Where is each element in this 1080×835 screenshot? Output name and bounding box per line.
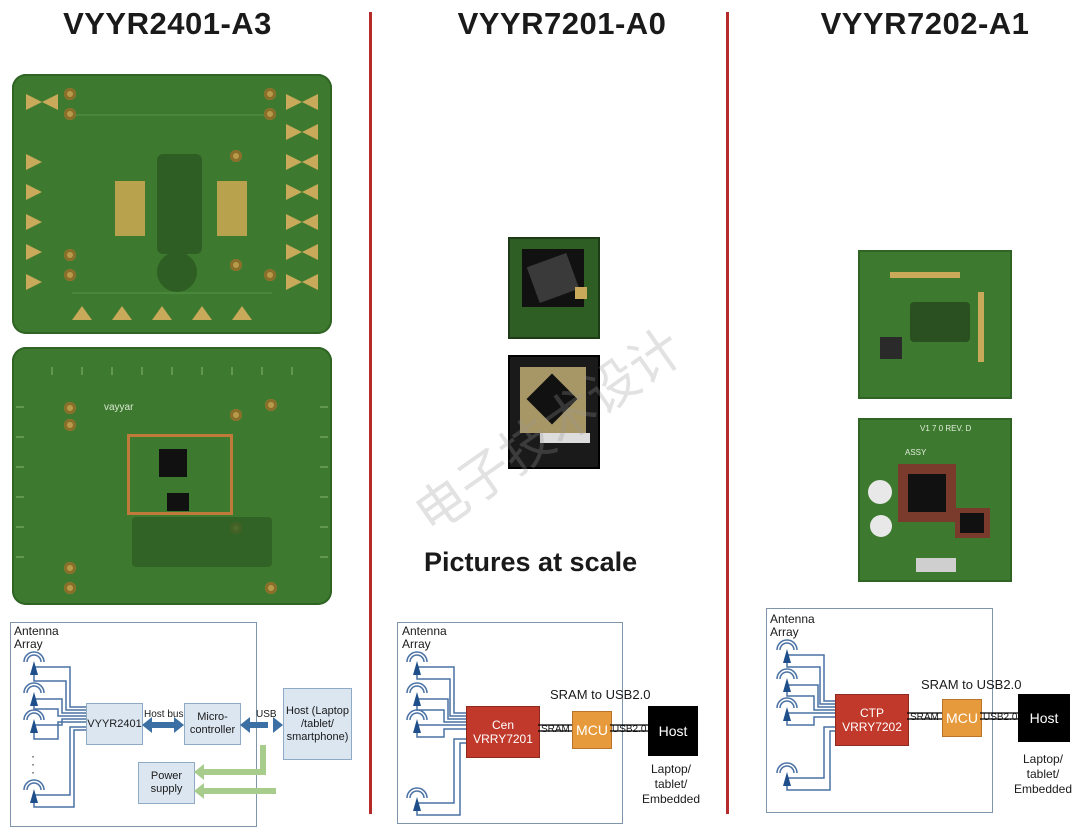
- vrry7201-block: Cen VRRY7201: [466, 706, 540, 758]
- host-bus-label: Host bus: [144, 709, 184, 720]
- sram-label-7202: SRAM: [910, 712, 939, 723]
- diagram-7201-wiring: [406, 651, 648, 816]
- pcb-2401-top: [12, 74, 332, 334]
- mcu-block-7202: MCU: [942, 699, 982, 737]
- antenna-array-label-7202: Antenna Array: [770, 612, 815, 639]
- gold-pad-right: [217, 181, 247, 236]
- mcu-block-7201: MCU: [572, 711, 612, 749]
- antenna-array-label-2401: Antenna Array: [14, 624, 59, 651]
- microcontroller-block: Micro- controller: [184, 703, 241, 745]
- diagram-7202-wiring: [776, 639, 1018, 791]
- divider-left: [369, 12, 372, 814]
- host-block-7201: Host: [648, 706, 698, 756]
- pictures-at-scale: Pictures at scale: [424, 547, 638, 577]
- pcb-2401-bottom: vayyar: [12, 347, 332, 605]
- usb-label-7202: USB2.0: [983, 712, 1018, 723]
- pcb-7202-top: [858, 250, 1012, 399]
- vyyr2401-block: VYYR2401: [86, 703, 143, 745]
- center-components: [157, 154, 202, 254]
- title-vyyr7202: VYYR7202-A1: [820, 6, 1030, 41]
- title-vyyr2401: VYYR2401-A3: [63, 6, 272, 41]
- host-block-7202: Host: [1018, 694, 1070, 742]
- antenna-ticks-2401-bottom: [16, 367, 328, 558]
- pcb-7201-bottom: [508, 355, 600, 469]
- sram-label-7201: SRAM: [541, 724, 570, 735]
- antenna-bowties-2401-top: [26, 94, 318, 320]
- main-chip: [159, 449, 187, 477]
- usb-label: USB: [256, 709, 277, 720]
- component-cluster: [132, 517, 272, 567]
- vayyar-logo: vayyar: [104, 402, 134, 413]
- antenna-ellipsis: · · ·: [31, 749, 35, 779]
- antenna-array-label-7201: Antenna Array: [402, 624, 447, 651]
- sram-to-usb-7201: SRAM to USB2.0: [550, 687, 651, 702]
- diagram-2401-wiring: [23, 651, 283, 808]
- assy-label: ASSY: [905, 448, 927, 457]
- sram-to-usb-7202: SRAM to USB2.0: [921, 677, 1022, 692]
- divider-right: [726, 12, 729, 814]
- secondary-chip: [167, 493, 189, 511]
- vrry7202-block: CTP VRRY7202: [835, 694, 909, 746]
- antenna-icon-2401-1: [23, 651, 45, 663]
- host-caption-7201: Laptop/ tablet/ Embedded: [641, 762, 701, 806]
- pcb-7202-bottom: V1 7 0 REV. D ASSY: [858, 418, 1012, 582]
- center-star: [157, 252, 197, 292]
- pcb-7201-top: [508, 237, 600, 339]
- watermark: 电子技术设计: [404, 317, 695, 547]
- host-block: Host (Laptop /tablet/ smartphone): [283, 688, 352, 760]
- host-caption-7202: Laptop/ tablet/ Embedded: [1013, 752, 1073, 796]
- power-supply-block: Power supply: [138, 762, 195, 804]
- usb-label-7201: USB2.0: [612, 724, 647, 735]
- shield-outline: [127, 434, 233, 515]
- title-vyyr7201: VYYR7201-A0: [457, 6, 667, 41]
- gold-pad-left: [115, 181, 145, 236]
- board-rev-label: V1 7 0 REV. D: [920, 424, 972, 433]
